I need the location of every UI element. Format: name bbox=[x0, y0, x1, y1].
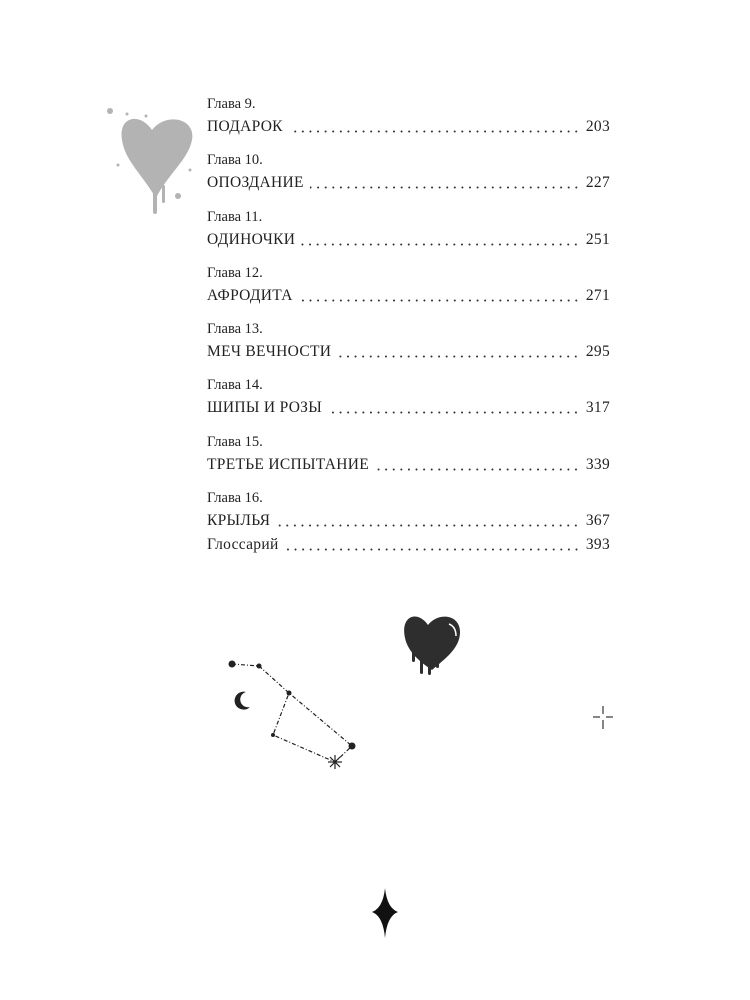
chapter-number: Глава 15. bbox=[207, 433, 263, 450]
chapter-number: Глава 14. bbox=[207, 377, 263, 394]
chapter-title: КРЫЛЬЯ bbox=[207, 512, 271, 530]
chapter-number: Глава 16. bbox=[207, 490, 263, 507]
page-number: 203 bbox=[585, 118, 610, 135]
chapter-number: Глава 9. bbox=[207, 96, 256, 112]
dot-leader bbox=[328, 411, 580, 415]
chapter-number: Глава 13. bbox=[207, 321, 263, 338]
chapter-title: ШИПЫ И РОЗЫ bbox=[207, 399, 323, 417]
chapter-title: АФРОДИТА bbox=[207, 286, 293, 304]
dripping-heart-icon bbox=[404, 616, 460, 675]
dot-leader bbox=[276, 524, 580, 528]
page-number: 367 bbox=[585, 512, 610, 530]
toc-entry: Глава 13. МЕЧ ВЕЧНОСТИ 295 bbox=[207, 318, 610, 374]
chapter-title: ОПОЗДАНИЕ bbox=[207, 174, 304, 192]
dot-leader bbox=[284, 548, 580, 552]
chapter-title: ОДИНОЧКИ bbox=[207, 230, 296, 248]
chapter-title: МЕЧ ВЕЧНОСТИ bbox=[207, 343, 332, 361]
four-point-star-icon bbox=[372, 888, 398, 938]
page-number: 339 bbox=[585, 455, 610, 473]
crosshair-star-icon bbox=[593, 706, 613, 729]
toc-entry: Глава 9. ПОДАРОК 203 bbox=[207, 93, 610, 149]
chapter-number: Глава 12. bbox=[207, 264, 263, 281]
dot-leader bbox=[309, 186, 580, 190]
toc-entry: Глава 15. ТРЕТЬЕ ИСПЫТАНИЕ 339 bbox=[207, 431, 610, 487]
chapter-number: Глава 11. bbox=[207, 208, 263, 225]
splatter-heart-icon bbox=[107, 108, 193, 214]
page-number: 227 bbox=[585, 174, 610, 192]
dot-leader bbox=[298, 298, 580, 302]
toc-entry: Глава 11. ОДИНОЧКИ 251 bbox=[207, 206, 610, 262]
dot-leader bbox=[337, 355, 580, 359]
toc-entry: Глава 16. КРЫЛЬЯ 367 bbox=[207, 487, 610, 543]
dot-leader bbox=[375, 467, 580, 471]
toc-entry-glossary: Глоссарий 393 bbox=[207, 533, 610, 557]
page-number: 295 bbox=[585, 343, 610, 361]
glossary-title: Глоссарий bbox=[207, 536, 279, 554]
dot-leader bbox=[301, 242, 580, 246]
toc-entry: Глава 10. ОПОЗДАНИЕ 227 bbox=[207, 149, 610, 205]
constellation-stars bbox=[228, 660, 356, 769]
toc-entry: Глава 12. АФРОДИТА 271 bbox=[207, 262, 610, 318]
page-number: 251 bbox=[585, 230, 610, 248]
moon-icon bbox=[234, 691, 250, 710]
page-number: 271 bbox=[585, 286, 610, 304]
constellation-icon bbox=[231, 663, 353, 763]
page-number: 393 bbox=[585, 536, 610, 554]
chapter-title: ТРЕТЬЕ ИСПЫТАНИЕ bbox=[207, 455, 370, 473]
dot-leader bbox=[288, 130, 580, 133]
chapter-title: ПОДАРОК bbox=[207, 118, 283, 135]
toc-entry: Глава 14. ШИПЫ И РОЗЫ 317 bbox=[207, 374, 610, 430]
chapter-number: Глава 10. bbox=[207, 152, 263, 169]
page-number: 317 bbox=[585, 399, 610, 417]
